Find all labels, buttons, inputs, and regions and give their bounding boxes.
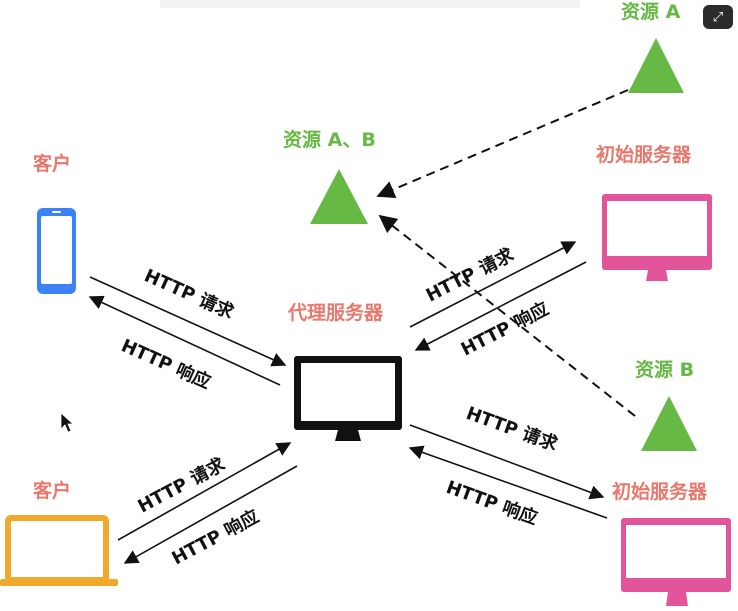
- edge-label-o1-response: HTTP 响应: [457, 297, 552, 360]
- edge-c1-response: [88, 295, 281, 386]
- client-laptop: [0, 515, 118, 586]
- resource-label-top: 资源 A: [621, 0, 681, 23]
- edge-o1-request: [409, 241, 577, 328]
- mouse-cursor-icon: [60, 412, 75, 433]
- client-label-2: 客户: [33, 479, 71, 502]
- edge-label-c1-response: HTTP 响应: [118, 334, 214, 393]
- proxy-label: 代理服务器: [287, 301, 384, 324]
- resource-label-lower: 资源 B: [635, 358, 694, 381]
- resource-label-cache: 资源 A、B: [283, 128, 376, 151]
- edge-c2-request: [117, 442, 292, 541]
- proxy-server: [294, 356, 402, 441]
- origin-server-1: [602, 194, 712, 281]
- cache-flow-a: [376, 89, 629, 198]
- resource-triangle-top: [628, 38, 684, 93]
- expand-icon[interactable]: ⤢: [703, 5, 733, 29]
- client-phone: [37, 208, 76, 294]
- origin-server-2: [621, 518, 731, 606]
- top-strip: [160, 0, 580, 8]
- origin-label-1: 初始服务器: [596, 143, 692, 166]
- edge-label-c2-response: HTTP 响应: [168, 505, 263, 569]
- edge-label-c1-request: HTTP 请求: [141, 264, 238, 323]
- edge-label-o1-request: HTTP 请求: [422, 243, 518, 306]
- edge-c1-request: [89, 276, 287, 367]
- edge-o2-response: [408, 445, 608, 519]
- edge-label-o2-response: HTTP 响应: [443, 476, 540, 529]
- edge-o2-request: [409, 424, 605, 500]
- edge-label-o2-request: HTTP 请求: [463, 402, 561, 456]
- resource-triangle-lower: [641, 396, 697, 451]
- resource-triangle-cache: [310, 169, 368, 224]
- origin-label-2: 初始服务器: [612, 480, 708, 503]
- client-label-1: 客户: [33, 152, 71, 175]
- cache-flow-b: [378, 214, 636, 417]
- edge-o1-response: [414, 261, 587, 351]
- edge-c2-response: [123, 465, 298, 564]
